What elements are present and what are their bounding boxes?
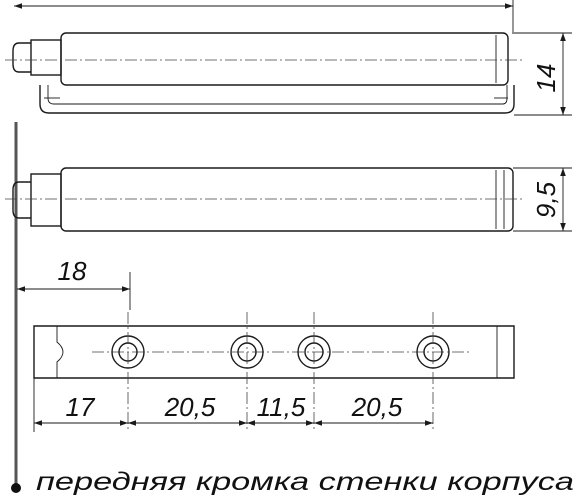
edge-offset-label: 18: [58, 256, 87, 286]
side-view: 14: [5, 32, 572, 116]
side-plunger: [12, 42, 31, 73]
edge-marker-dot: [11, 483, 21, 493]
top-view: 9,5: [5, 167, 572, 232]
overall-length-dimension: [14, 0, 514, 32]
bottom-view: 17 20,5 11,5 20,5: [33, 312, 515, 432]
hole-spacing-label-1: 17: [66, 392, 96, 422]
front-edge-line: [11, 122, 21, 493]
side-height-label: 14: [531, 64, 561, 93]
hole-spacing-label-4: 20,5: [351, 392, 403, 422]
edge-offset-dimension: 18: [17, 256, 131, 310]
side-rail: [39, 85, 515, 114]
side-body: [60, 32, 509, 86]
top-plunger: [12, 181, 31, 219]
top-body: [60, 167, 514, 232]
top-height-label: 9,5: [531, 181, 561, 218]
hole-spacing-label-3: 11,5: [257, 392, 306, 422]
hole-spacing-label-2: 20,5: [164, 392, 216, 422]
bottom-body: [33, 325, 515, 379]
caption: передняя кромка стенки корпуса: [36, 468, 574, 496]
